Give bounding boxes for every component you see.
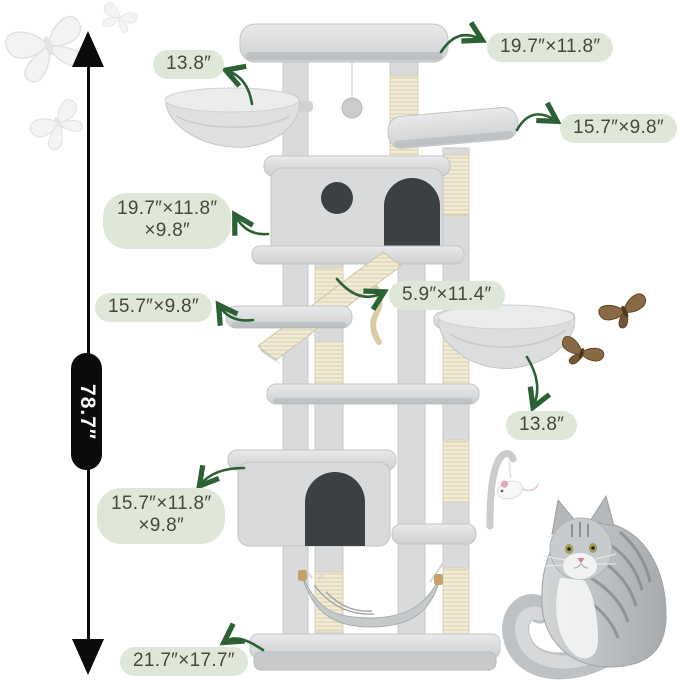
scratching-posts: [282, 59, 470, 641]
label-top-condo-line2: ×9.8″: [144, 220, 191, 242]
label-ramp: 5.9″×11.4″: [389, 281, 505, 311]
base-board: [249, 633, 501, 671]
height-value: 78.7″: [75, 383, 99, 440]
condo-round-window: [321, 182, 353, 214]
label-base: 21.7″×17.7″: [120, 647, 248, 677]
arrow-top-platform: [439, 21, 487, 54]
arrow-right-basket: [525, 355, 552, 413]
callout-arrows: [196, 21, 562, 652]
arrow-top-basket: [220, 63, 254, 106]
arrow-base: [219, 622, 265, 652]
lower-mid-platform: [266, 383, 480, 405]
arrow-lower-condo: [196, 464, 246, 491]
label-lower-condo-line1: 15.7″×11.8″: [111, 493, 212, 514]
hammock: [286, 547, 449, 628]
top-platform: [239, 23, 449, 63]
left-basket: [164, 87, 313, 148]
height-label: 78.7″: [71, 353, 102, 470]
lower-condo: [227, 449, 397, 547]
arrow-ramp: [335, 277, 389, 311]
label-lower-condo-line2: ×9.8″: [138, 515, 185, 537]
cat-image: [502, 494, 667, 680]
lower-right-platform: [391, 523, 477, 545]
arrow-top-condo: [232, 210, 270, 236]
label-right-basket: 13.8″: [506, 411, 578, 441]
lower-condo-arch-door: [305, 472, 365, 546]
condo-arch-door: [384, 178, 440, 252]
mouse-wand-toy: [486, 450, 540, 530]
cat-tree: [164, 23, 576, 671]
label-lower-condo: 15.7″×11.8″ ×9.8″: [97, 488, 226, 544]
label-top-condo-line1: 19.7″×11.8″: [117, 198, 218, 219]
label-top-condo: 19.7″×11.8″ ×9.8″: [103, 193, 232, 249]
arrow-upper-right-platform: [515, 101, 562, 132]
height-dimension-line: [87, 62, 90, 642]
hanging-ball-toy: [341, 62, 363, 119]
arrow-mid-left-platform: [215, 300, 255, 326]
label-top-platform: 19.7″×11.8″: [487, 33, 614, 63]
label-mid-left-platform: 15.7″×9.8″: [95, 293, 212, 323]
right-basket: [433, 304, 576, 369]
mid-left-platform: [225, 305, 353, 329]
height-arrow-up: [72, 31, 104, 67]
top-condo: [251, 155, 465, 265]
upper-right-platform: [387, 106, 519, 149]
height-arrow-down: [72, 639, 104, 675]
moth-icon: [562, 293, 647, 365]
butterfly-icon: [5, 2, 138, 151]
label-top-basket: 13.8″: [153, 50, 225, 80]
label-upper-right-platform: 15.7″×9.8″: [560, 114, 677, 144]
